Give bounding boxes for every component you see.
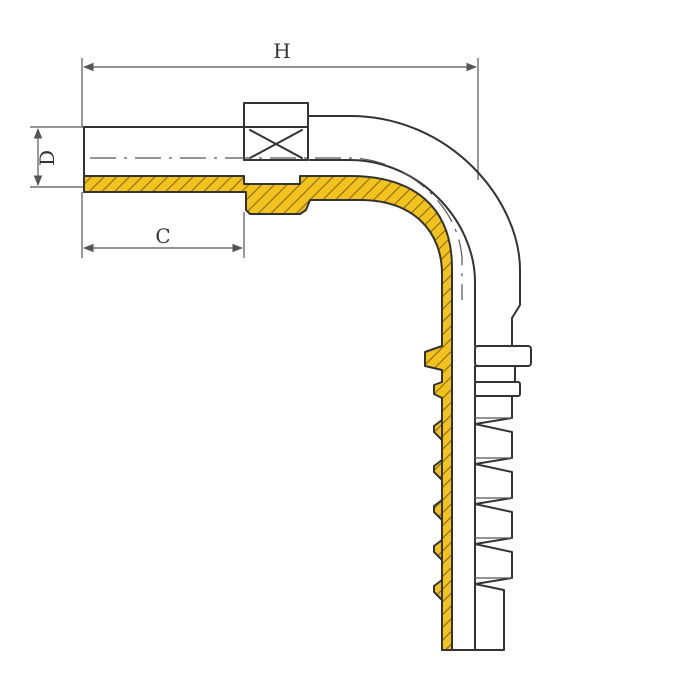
dimension-c: C [81, 192, 245, 258]
dimension-d-label: D [35, 150, 59, 166]
section-hatched-wall [83, 175, 453, 651]
section-barbs [433, 419, 443, 601]
dimension-h: H [81, 39, 479, 180]
dimension-d: D [30, 126, 84, 188]
fitting-outline [83, 115, 521, 347]
dimension-h-label: H [273, 39, 290, 63]
barbed-tail [451, 395, 513, 651]
dimension-c-label: C [155, 224, 170, 248]
collar-flange [474, 345, 532, 397]
centerline [90, 157, 463, 300]
hex-nut [243, 102, 309, 161]
